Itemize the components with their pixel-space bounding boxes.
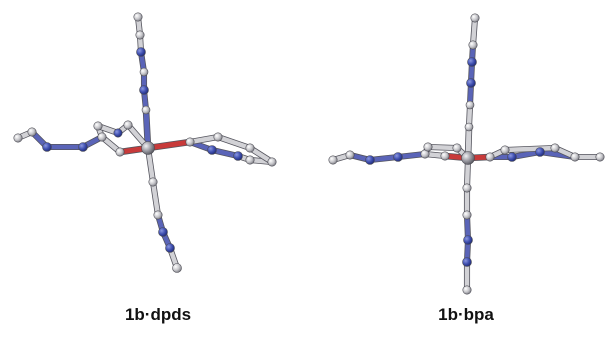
dpds-atom-C: [123, 120, 133, 130]
bpa-atom-C: [462, 285, 472, 295]
bpa-atom-C: [452, 143, 462, 153]
bpa-atom-N: [507, 152, 517, 162]
dpds-atom-C: [13, 133, 23, 143]
dpds-atom-C: [115, 147, 125, 157]
dpds-atom-C: [153, 210, 163, 220]
bpa-atom-M: [461, 151, 475, 165]
dpds-atom-M: [141, 141, 155, 155]
bpa-bond: [470, 15, 478, 48]
bpa-atom-C: [462, 210, 472, 220]
dpds-atom-C: [133, 12, 143, 22]
dpds-atom-N: [207, 145, 217, 155]
dpds-bond: [145, 139, 193, 151]
dpds-atom-N: [136, 47, 146, 57]
dpds-atom-C: [93, 121, 103, 131]
dpds-atom-C: [172, 263, 182, 273]
bpa-atom-N: [462, 257, 472, 267]
bpa-atom-N: [463, 235, 473, 245]
dpds-atom-C: [148, 177, 158, 187]
dpds-atom-C: [213, 132, 223, 142]
dpds-atom-C: [139, 67, 149, 77]
dpds-bond: [215, 134, 253, 151]
bpa-atom-N: [466, 78, 476, 88]
bpa-bond: [502, 145, 558, 153]
bpa-atom-N: [393, 152, 403, 162]
bpa-atom-C: [570, 152, 580, 162]
dpds-atom-C: [141, 105, 151, 115]
bpa-atom-N: [365, 155, 375, 165]
dpds-atom-C: [97, 132, 107, 142]
dpds-atoms: [13, 12, 277, 273]
dpds-atom-N: [165, 243, 175, 253]
dpds-atom-C: [27, 127, 37, 137]
bpa-atom-C: [485, 152, 495, 162]
bpa-atom-N: [467, 57, 477, 67]
bpa-bond: [425, 144, 460, 151]
dpds-atom-C: [245, 155, 255, 165]
dpds-atom-C: [267, 157, 277, 167]
dpds-atom-C: [185, 137, 195, 147]
dpds-atom-N: [158, 227, 168, 237]
bpa-atom-C: [468, 40, 478, 50]
dpds-atom-N: [113, 128, 123, 138]
bpa-atom-C: [465, 100, 475, 110]
bpa-atoms: [328, 13, 605, 295]
bpa-atom-C: [423, 142, 433, 152]
bpa-atom-C: [440, 151, 450, 161]
bpa-atom-C: [464, 122, 474, 132]
dpds-atom-N: [42, 142, 52, 152]
bpa-atom-C: [595, 152, 605, 162]
bpa-atom-C: [500, 145, 510, 155]
dpds-bond: [187, 134, 221, 145]
caption-1b-dpds: 1b·dpds: [124, 305, 192, 324]
dpds-atom-C: [135, 30, 145, 40]
bpa-atom-N: [535, 147, 545, 157]
dpds-atom-N: [78, 142, 88, 152]
dpds-atom-N: [139, 85, 149, 95]
molecule-1b-bpa: [328, 13, 605, 295]
dpds-atom-C: [245, 143, 255, 153]
caption-1b-bpa: 1b·bpa: [438, 305, 494, 324]
bpa-atom-C: [462, 183, 472, 193]
bpa-atom-C: [345, 150, 355, 160]
bpa-atom-C: [470, 13, 480, 23]
bpa-atom-C: [550, 143, 560, 153]
dpds-bond: [150, 179, 161, 218]
dpds-atom-N: [233, 151, 243, 161]
molecule-1b-dpds: [13, 12, 277, 273]
bpa-atom-C: [328, 155, 338, 165]
